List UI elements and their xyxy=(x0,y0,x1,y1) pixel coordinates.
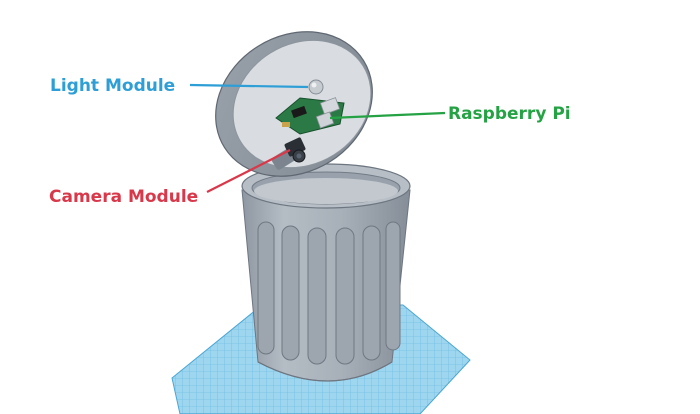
light-module-label: Light Module xyxy=(50,76,175,96)
can-ribs xyxy=(257,221,401,365)
raspberry-pi-board xyxy=(275,97,345,135)
light-module-leader xyxy=(189,83,309,89)
raspberry-pi-leader xyxy=(329,111,446,120)
can-body xyxy=(241,163,411,382)
camera-module-leader xyxy=(206,149,291,193)
light-module-part xyxy=(308,79,324,95)
camera-module-label: Camera Module xyxy=(49,187,198,207)
camera-module-part xyxy=(284,137,306,163)
raspberry-pi-label: Raspberry Pi xyxy=(448,104,571,124)
